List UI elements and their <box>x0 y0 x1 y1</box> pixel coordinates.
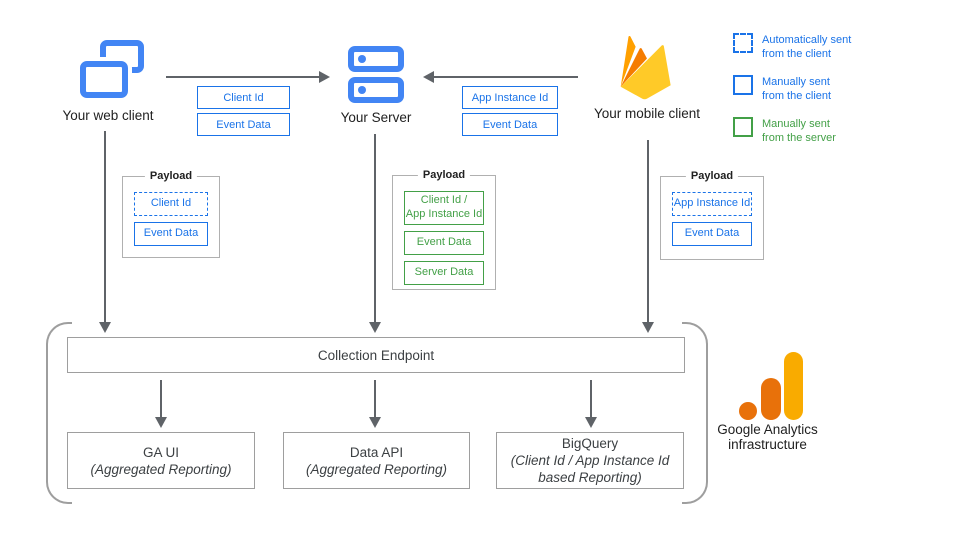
ga-ui-title: GA UI <box>142 444 179 460</box>
infrastructure-bracket-right <box>682 322 708 504</box>
legend-item-manual-server: Manually sent from the server <box>733 117 943 146</box>
legend-item-manual-client: Manually sent from the client <box>733 75 943 104</box>
mobile-to-server-arrow-line <box>434 76 578 78</box>
mobile-payload-title: Payload <box>685 170 739 182</box>
web-client-label: Your web client <box>62 108 154 123</box>
collection-endpoint-label: Collection Endpoint <box>317 347 435 363</box>
mobile-down-arrow-line <box>647 140 649 322</box>
endpoint-to-gaui-arrowhead-icon <box>155 417 167 428</box>
server-payload-event-data-box: Event Data <box>404 230 484 255</box>
web-payload-event-data-box: Event Data <box>134 222 208 246</box>
legend-solid-green-swatch-icon <box>733 117 753 137</box>
ga-logo-mid-bar <box>761 378 781 420</box>
web-down-arrow-line <box>104 131 106 322</box>
legend-auto-client-label: Automatically sent from the client <box>762 34 852 60</box>
server-down-arrowhead-icon <box>369 322 381 333</box>
bigquery-box: BigQuery (Client Id / App Instance Id ba… <box>496 432 684 489</box>
web-to-server-arrow-line <box>166 76 319 78</box>
web-payload-client-id-box: Client Id <box>134 192 208 216</box>
bigquery-subtitle: (Client Id / App Instance Id based Repor… <box>510 453 670 485</box>
server-unit-top <box>348 46 404 72</box>
mobile-payload-group: Payload App Instance Id Event Data <box>660 170 764 260</box>
legend-item-auto-client: Automatically sent from the client <box>733 33 943 62</box>
collection-endpoint-box: Collection Endpoint <box>67 337 685 373</box>
bigquery-title: BigQuery <box>561 436 619 451</box>
web-transit-client-id-box: Client Id <box>197 86 290 109</box>
endpoint-to-bigquery-arrow-line <box>590 380 592 417</box>
ga-logo-dot <box>739 402 757 420</box>
endpoint-to-bigquery-arrowhead-icon <box>585 417 597 428</box>
web-payload-group: Payload Client Id Event Data <box>122 170 220 258</box>
server-label: Your Server <box>340 110 412 125</box>
server-led-dot <box>358 86 366 94</box>
endpoint-to-dataapi-arrow-line <box>374 380 376 417</box>
ga-ui-box: GA UI (Aggregated Reporting) <box>67 432 255 489</box>
ga-infrastructure-caption: Google Analytics infrastructure <box>717 422 818 452</box>
server-unit-bottom <box>348 77 404 103</box>
server-down-arrow-line <box>374 134 376 322</box>
mobile-client-label: Your mobile client <box>593 106 701 121</box>
server-payload-title: Payload <box>417 169 471 181</box>
mobile-transit-app-instance-id-box: App Instance Id <box>462 86 558 109</box>
mobile-payload-event-data-box: Event Data <box>672 222 752 246</box>
web-down-arrowhead-icon <box>99 322 111 333</box>
mobile-transit-event-data-box: Event Data <box>462 113 558 136</box>
web-to-server-arrowhead-icon <box>319 71 330 83</box>
endpoint-to-gaui-arrow-line <box>160 380 162 417</box>
ga-logo-tall-bar <box>784 352 803 420</box>
data-api-box: Data API (Aggregated Reporting) <box>283 432 470 489</box>
server-payload-server-data-box: Server Data <box>404 260 484 285</box>
firebase-icon <box>620 36 671 100</box>
web-payload-title: Payload <box>144 170 198 182</box>
ga-ui-subtitle: (Aggregated Reporting) <box>90 461 232 477</box>
legend-dashed-blue-swatch-icon <box>733 33 753 53</box>
mobile-payload-app-instance-id-box: App Instance Id <box>672 192 752 216</box>
endpoint-to-dataapi-arrowhead-icon <box>369 417 381 428</box>
server-payload-group: Payload Client Id / App Instance Id Even… <box>392 169 496 290</box>
data-api-title: Data API <box>349 444 404 460</box>
server-icon <box>348 46 404 103</box>
mobile-to-server-arrowhead-icon <box>423 71 434 83</box>
data-api-subtitle: (Aggregated Reporting) <box>305 461 448 477</box>
web-transit-event-data-box: Event Data <box>197 113 290 136</box>
server-led-dot <box>358 55 366 63</box>
legend-manual-client-label: Manually sent from the client <box>762 76 832 102</box>
server-payload-ids-box: Client Id / App Instance Id <box>404 191 484 225</box>
legend-solid-blue-swatch-icon <box>733 75 753 95</box>
web-client-icon <box>80 40 146 100</box>
web-client-icon-front-window <box>80 61 128 98</box>
mobile-down-arrowhead-icon <box>642 322 654 333</box>
legend-manual-server-label: Manually sent from the server <box>762 118 836 144</box>
